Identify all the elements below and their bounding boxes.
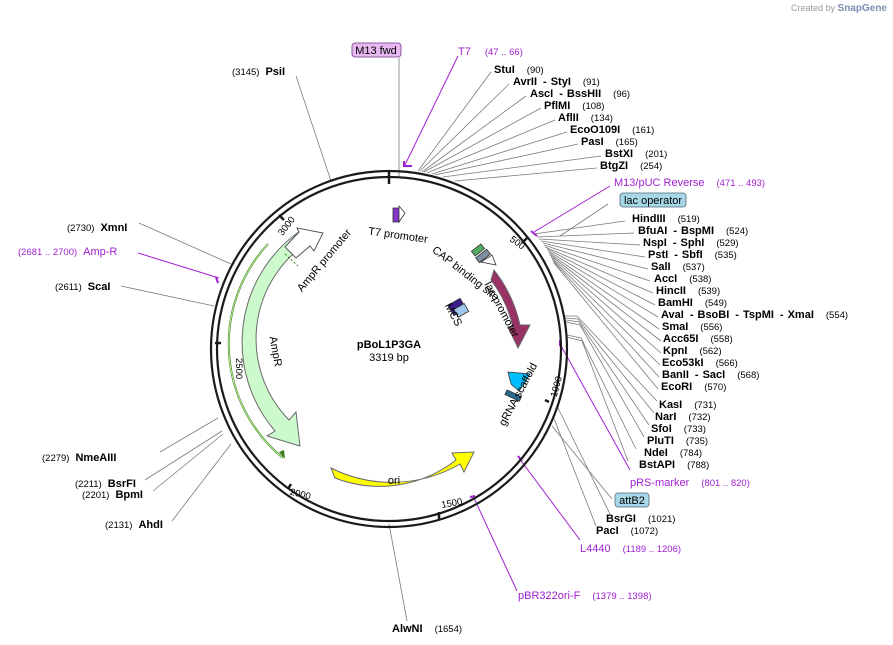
snapgene-logo: SnapGene: [837, 3, 887, 14]
primer-prs-marker[interactable]: pRS-marker(801 .. 820): [630, 477, 750, 489]
site-avrii[interactable]: AvrII-StyI(91): [513, 76, 600, 88]
snapgene-credit: Created by SnapGene: [791, 3, 887, 14]
primer-pbr322ori-f[interactable]: pBR322ori-F(1379 .. 1398): [518, 590, 652, 602]
site-bamhi[interactable]: BamHI(549): [658, 297, 727, 309]
tick-label-2000: 2000: [289, 487, 312, 503]
plasmid-length: 3319 bp: [369, 352, 409, 364]
site-hincii[interactable]: HincII(539): [656, 285, 720, 297]
primer-lines: [137, 55, 631, 592]
mcs-block-light: [453, 302, 470, 318]
site-acci[interactable]: AccI(538): [654, 273, 711, 285]
grna-scaffold-marker: [504, 389, 523, 402]
site-smai[interactable]: SmaI(556): [662, 321, 722, 333]
site-hindiii[interactable]: HindIII(519): [632, 213, 700, 225]
site-bsrfi[interactable]: (2211)BsrFI: [75, 478, 136, 490]
t7-promoter-block[interactable]: [392, 207, 400, 223]
site-paci[interactable]: PacI(1072): [596, 525, 658, 537]
grna-scaffold-label: gRNA scaffold: [497, 361, 540, 428]
t7-promoter-label: T7 promoter: [367, 226, 428, 246]
site-eco109[interactable]: EcoO109I(161): [570, 124, 654, 136]
lac-operator-marker[interactable]: [475, 248, 491, 264]
t7-promoter-arrowhead: [398, 204, 406, 224]
m13-fwd-label: M13 fwd: [355, 45, 397, 57]
tick-label-1000: 1000: [549, 375, 565, 398]
credit-prefix: Created by: [790, 3, 836, 13]
laczalpha-label: lacZα: [516, 291, 540, 321]
cap-binding-site-marker[interactable]: [470, 243, 486, 257]
ampr-promoter-arrow[interactable]: [284, 227, 324, 259]
site-nmeaiii[interactable]: (2279)NmeAIII: [42, 452, 116, 464]
amp-r-primer-arrowhead: [279, 450, 285, 459]
site-psii[interactable]: (3145)PsiI: [232, 66, 285, 78]
site-nari[interactable]: NarI(732): [655, 411, 711, 423]
site-nspi[interactable]: NspI-SphI(529): [643, 237, 739, 249]
tick-label-2500: 2500: [233, 358, 244, 379]
site-aflii[interactable]: AflII(134): [558, 112, 613, 124]
site-stui[interactable]: StuI(90): [494, 64, 544, 76]
ori-feature-arrow[interactable]: [330, 451, 475, 487]
plasmid-name: pBoL1P3GA: [357, 339, 421, 351]
site-sfoi[interactable]: SfoI(733): [651, 423, 706, 435]
site-bfuai[interactable]: BfuAI-BspMI(524): [638, 225, 748, 237]
site-bpmi[interactable]: (2201)BpmI: [82, 489, 143, 501]
attb2-label: attB2: [619, 495, 645, 507]
ampr-label: AmpR: [267, 335, 284, 367]
lac-operator-label: lac operator: [624, 195, 682, 207]
site-btgzi[interactable]: BtgZI(254): [600, 160, 662, 172]
lac-operator-box[interactable]: [619, 192, 687, 208]
tick-label-1500: 1500: [440, 496, 463, 511]
site-pasi[interactable]: PasI(165): [581, 136, 638, 148]
site-ahdi[interactable]: (2131)AhdI: [105, 519, 163, 531]
site-banii[interactable]: BanII-SacI(568): [662, 369, 759, 381]
ampr-dashed-segment: [284, 253, 299, 267]
site-psti[interactable]: PstI-SbfI(535): [648, 249, 737, 261]
primer-t7[interactable]: T7(47 .. 66): [458, 46, 523, 58]
site-eco53ki[interactable]: Eco53kI(566): [662, 357, 738, 369]
site-bstxi[interactable]: BstXI(201): [605, 148, 667, 160]
site-acc65i[interactable]: Acc65I(558): [663, 333, 733, 345]
attb2-box[interactable]: [614, 492, 650, 508]
site-pluti[interactable]: PluTI(735): [647, 435, 708, 447]
lac-promoter-marker[interactable]: [479, 254, 497, 266]
m13-fwd-box[interactable]: [351, 42, 402, 58]
amp-r-primer-trace-light: [228, 243, 284, 459]
ori-label: ori: [388, 475, 400, 487]
site-kasi[interactable]: KasI(731): [659, 399, 716, 411]
site-xmni[interactable]: (2730)XmnI: [67, 222, 127, 234]
leader-lines: [120, 58, 662, 622]
site-bstapi[interactable]: BstAPI(788): [639, 459, 709, 471]
tick-marks: [215, 171, 550, 519]
site-asci[interactable]: AscI-BssHII(96): [530, 88, 630, 100]
site-sali[interactable]: SalI(537): [651, 261, 705, 273]
site-avai[interactable]: AvaI-BsoBI-TspMI-XmaI(554): [661, 309, 848, 321]
primer-amp-r[interactable]: (2681 .. 2700)Amp-R: [18, 246, 117, 258]
site-kpni[interactable]: KpnI(562): [663, 345, 722, 357]
tick-label-500: 500: [507, 234, 526, 252]
grna-scaffold-arrow[interactable]: [507, 371, 531, 392]
site-alwni[interactable]: AlwNI(1654): [392, 623, 462, 635]
site-bsrgi[interactable]: BsrGI(1021): [606, 513, 675, 525]
site-pflmi[interactable]: PflMI(108): [544, 100, 604, 112]
site-ndei[interactable]: NdeI(784): [644, 447, 702, 459]
primer-m13-puc-reverse[interactable]: M13/pUC Reverse(471 .. 493): [614, 177, 765, 189]
site-scai[interactable]: (2611)ScaI: [55, 281, 110, 293]
laczalpha-feature-arrow[interactable]: [490, 268, 531, 350]
ampr-feature-arrow[interactable]: [241, 230, 311, 447]
primer-l4440[interactable]: L4440(1189 .. 1206): [580, 543, 681, 555]
site-ecori[interactable]: EcoRI(570): [661, 381, 726, 393]
